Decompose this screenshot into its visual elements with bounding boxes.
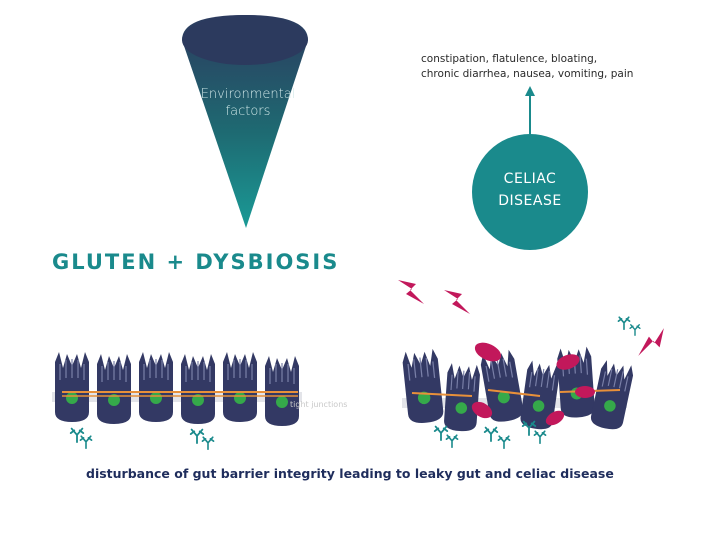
symptoms-line2: chronic diarrhea, nausea, vomiting, pain	[421, 68, 634, 80]
gluten-dysbiosis-headline: GLUTEN + DYSBIOSIS	[52, 250, 340, 274]
cone-label-line1: Environmental	[200, 87, 296, 102]
celiac-line2: DISEASE	[498, 193, 562, 209]
lightning-bolt-icon	[398, 280, 664, 356]
diagram-caption: disturbance of gut barrier integrity lea…	[86, 466, 614, 481]
symptoms-text: constipation, flatulence, bloating, chro…	[421, 52, 671, 82]
environmental-factors-cone	[182, 15, 308, 228]
leaky-gut-barrier	[400, 316, 641, 449]
healthy-gut-barrier	[52, 351, 302, 450]
bacteria-icon	[471, 342, 595, 426]
celiac-disease-label: CELIAC DISEASE	[475, 168, 585, 212]
celiac-line1: CELIAC	[503, 171, 557, 187]
arrow-up-icon	[525, 86, 535, 134]
tight-junctions-line	[62, 391, 298, 397]
cone-label-line2: factors	[225, 104, 271, 119]
tight-junctions-label: tight junctions	[290, 400, 348, 409]
celiac-disease-circle	[472, 134, 588, 250]
environmental-factors-label: Environmental factors	[193, 86, 303, 120]
symptoms-line1: constipation, flatulence, bloating,	[421, 53, 598, 65]
